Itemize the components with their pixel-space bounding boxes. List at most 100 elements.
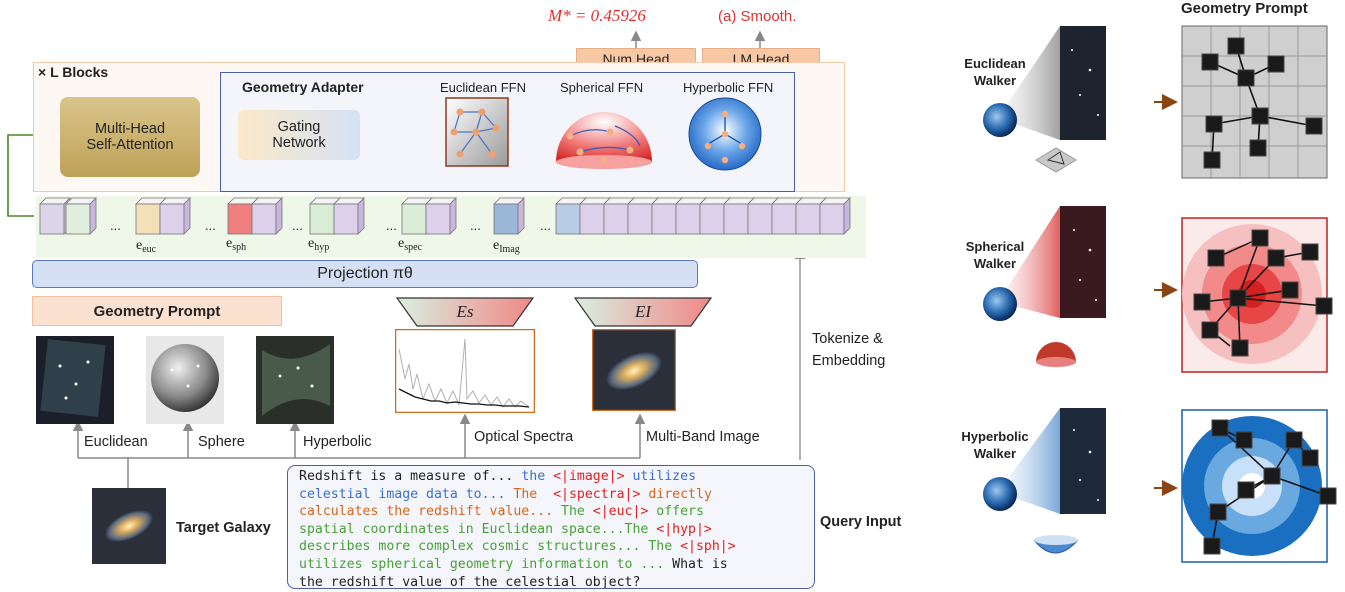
query-line: celestial image data to... The <|spectra…: [299, 486, 814, 504]
hyperbolic-ffn-icon: [688, 97, 762, 171]
query-segment: describes more complex cosmic structures…: [299, 539, 681, 555]
query-segment: offers: [648, 504, 704, 520]
token-cube: [251, 197, 283, 235]
ellipsis-3: ...: [292, 218, 303, 233]
token-cube: [333, 197, 365, 235]
image-encoder-label: EI: [634, 302, 652, 321]
self-attention-line2: Self-Attention: [86, 137, 174, 153]
token-cube: [65, 197, 97, 235]
hyperbolic-walker-line2: Walker: [973, 446, 1017, 461]
target-galaxy-label: Target Galaxy: [176, 520, 271, 536]
tokenize-line2: Embedding: [812, 353, 886, 369]
image-encoder: [573, 297, 713, 327]
projection-bar: Projection πθ: [32, 260, 698, 288]
query-segment: calculates the redshift value...: [299, 504, 562, 520]
model-output-answer: (a) Smooth.: [718, 8, 797, 25]
gating-line1: Gating: [277, 119, 321, 135]
query-segment: directly: [640, 486, 712, 502]
token-label-spec: espec: [398, 236, 422, 253]
query-segment: the: [521, 469, 554, 484]
query-segment: The: [513, 486, 554, 502]
ellipsis-5: ...: [470, 218, 481, 233]
label-multi-band-image: Multi-Band Image: [646, 429, 760, 445]
blocks-label: × L Blocks: [38, 64, 109, 80]
query-segment: utilizes spherical geometry information …: [299, 556, 673, 572]
hyperbolic-walker-label: Hyperbolic Walker: [960, 428, 1030, 462]
hyperbolic-prompt-image: [256, 336, 334, 424]
query-segment: Redshift is a measure of...: [299, 469, 522, 484]
token-cube: [39, 197, 71, 235]
query-line: the redshift value of the celestial obje…: [299, 574, 814, 589]
tokenize-label: Tokenize & Embedding: [812, 328, 885, 372]
spherical-walker-line1: Spherical: [965, 239, 1025, 254]
sphere-prompt-image: [146, 336, 224, 424]
euclidean-walker-label: Euclidean Walker: [960, 55, 1030, 89]
target-galaxy-image: [92, 488, 166, 564]
spherical-walker-line2: Walker: [973, 256, 1017, 271]
token-cube-imag: [493, 197, 525, 235]
query-segment: What is: [672, 556, 728, 572]
euclidean-walker-scene: [983, 26, 1106, 173]
right-panel-title: Geometry Prompt: [1181, 0, 1308, 17]
query-input-label: Query Input: [820, 514, 902, 530]
label-optical-spectra: Optical Spectra: [474, 429, 574, 445]
query-line: describes more complex cosmic structures…: [299, 538, 814, 556]
spherical-walker-label: Spherical Walker: [960, 238, 1030, 272]
query-box: Redshift is a measure of... the <|image|…: [287, 465, 815, 589]
euclidean-prompt-image: [36, 336, 114, 424]
hyperbolic-walker-line1: Hyperbolic: [961, 429, 1029, 444]
query-line: utilizes spherical geometry information …: [299, 556, 814, 574]
query-line: Redshift is a measure of... the <|image|…: [299, 468, 814, 486]
euclidean-walker-line2: Walker: [973, 73, 1017, 88]
euclidean-walker-line1: Euclidean: [964, 56, 1026, 71]
token-label-sph: esph: [226, 236, 247, 253]
optical-spectra-plot: [395, 329, 535, 413]
ellipsis-1: ...: [110, 218, 121, 233]
query-segment: <|spectra|>: [553, 486, 641, 502]
token-cubes: [39, 197, 851, 235]
encoder-trapezoids: [395, 297, 713, 327]
hyperbolic-graph: [1181, 409, 1337, 563]
tokenize-line1: Tokenize &: [812, 331, 883, 347]
query-segment: <|image|>: [553, 469, 625, 484]
token-cube: [819, 197, 851, 235]
ffn-icons: [445, 97, 762, 171]
spectra-encoder-label: Es: [456, 302, 474, 321]
self-attention-line1: Multi-Head: [94, 121, 166, 137]
hyperbolic-walker-scene: [983, 408, 1106, 554]
spherical-walker-scene: [983, 206, 1106, 367]
geometry-prompt-images: [36, 336, 334, 424]
euclidean-ffn-icon: [445, 97, 509, 167]
spherical-ffn-icon: [556, 112, 652, 169]
model-output-formula: M* = 0.45926: [548, 6, 646, 25]
gating-line2: Network: [272, 135, 326, 151]
multi-band-galaxy-image: [592, 329, 676, 411]
self-attention-block: Multi-Head Self-Attention: [60, 97, 200, 177]
hyperbolic-ffn-label: Hyperbolic FFN: [683, 80, 774, 95]
geometry-prompt-label: Geometry Prompt: [32, 296, 282, 326]
geometry-adapter-title: Geometry Adapter: [242, 79, 364, 95]
query-segment: <|hyp|>: [656, 521, 712, 537]
query-segment: spatial coordinates in Euclidean space..…: [299, 521, 657, 537]
query-segment: <|euc|>: [592, 504, 649, 520]
query-segment: the redshift value of the celestial obje…: [299, 574, 641, 589]
token-label-hyp: ehyp: [308, 236, 330, 253]
spectra-encoder: [395, 297, 535, 327]
query-segment: utilizes: [624, 469, 697, 484]
token-cube: [795, 197, 827, 235]
ellipsis-6: ...: [540, 218, 551, 233]
token-cube: [425, 197, 457, 235]
query-line: calculates the redshift value... The <|e…: [299, 503, 814, 521]
token-label-euc: eeuc: [136, 238, 157, 255]
query-segment: celestial image data to...: [299, 486, 514, 502]
query-segment: The: [561, 504, 593, 520]
right-panel-graphics: [983, 25, 1337, 563]
query-segment: <|sph|>: [680, 539, 736, 555]
spherical-graph: [1181, 217, 1333, 373]
euclidean-ffn-label: Euclidean FFN: [440, 80, 526, 95]
token-label-imag: eImag: [493, 238, 520, 255]
query-line: spatial coordinates in Euclidean space..…: [299, 521, 814, 539]
query-text: Redshift is a measure of... the <|image|…: [299, 468, 814, 589]
ellipsis-2: ...: [205, 218, 216, 233]
gating-network: Gating Network: [238, 110, 360, 160]
